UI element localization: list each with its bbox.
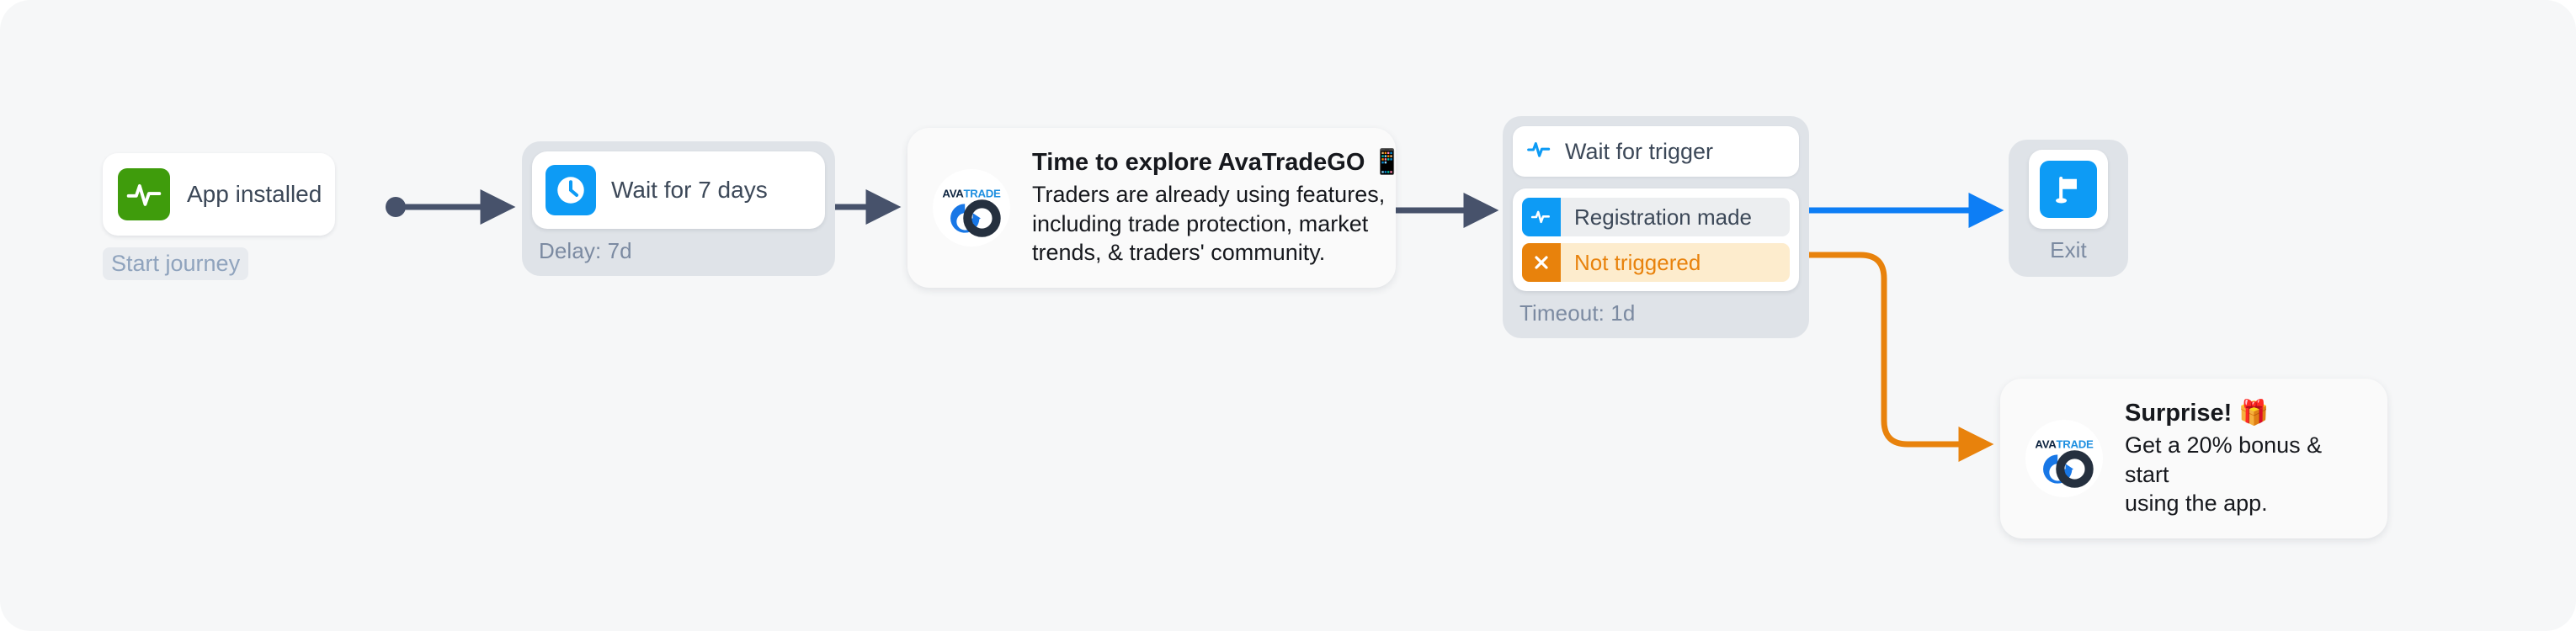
- start-journey-badge: Start journey: [103, 247, 249, 280]
- activity-pulse-icon: [1522, 198, 1561, 236]
- node-exit[interactable]: Exit: [2009, 140, 2128, 277]
- branch-label: Not triggered: [1574, 249, 1701, 275]
- svg-text:AVATRADE: AVATRADE: [2035, 437, 2094, 450]
- close-x-icon: [1522, 243, 1561, 282]
- message-title: Surprise! 🎁: [2125, 400, 2270, 427]
- message-body: Surprise! 🎁 Get a 20% bonus & start usin…: [2125, 399, 2362, 518]
- node-title: App installed: [187, 181, 322, 207]
- node-meta-timeout: Timeout: 1d: [1520, 300, 1636, 326]
- node-push-message-surprise[interactable]: AVATRADE Surprise! 🎁 Get a 20% bonus & s…: [2000, 379, 2387, 538]
- node-wait-delay[interactable]: Wait for 7 days Delay: 7d: [522, 141, 835, 276]
- message-text: Traders are already using features, incl…: [1032, 182, 1386, 266]
- branch-registration-made[interactable]: Registration made: [1522, 198, 1790, 236]
- node-app-installed[interactable]: App installed Start journey: [103, 153, 335, 280]
- node-meta-delay: Delay: 7d: [539, 238, 632, 263]
- trigger-header-label: Wait for trigger: [1565, 138, 1714, 164]
- node-wait-for-trigger[interactable]: Wait for trigger Registration made: [1503, 116, 1809, 338]
- node-shell[interactable]: Exit: [2009, 140, 2128, 277]
- node-title: Exit: [2050, 237, 2087, 262]
- avatradego-logo-icon: AVATRADE: [933, 168, 1010, 247]
- message-card[interactable]: AVATRADE Time to explore AvaTradeGO 📱 Tr…: [907, 128, 1402, 288]
- clock-icon: [546, 165, 596, 215]
- message-text: Get a 20% bonus & start using the app.: [2125, 432, 2323, 517]
- node-shell[interactable]: Wait for trigger Registration made: [1503, 116, 1809, 338]
- node-card[interactable]: Wait for 7 days: [532, 151, 825, 229]
- connector-start-to-delay: [386, 189, 516, 225]
- activity-pulse-icon: [118, 168, 170, 220]
- branch-label: Registration made: [1574, 204, 1752, 230]
- message-body: Time to explore AvaTradeGO 📱 Traders are…: [1032, 148, 1402, 268]
- node-card[interactable]: App installed: [103, 153, 335, 236]
- avatradego-logo-icon: AVATRADE: [2025, 419, 2103, 497]
- flag-icon: [2040, 161, 2097, 218]
- trigger-branch-list: Registration made Not triggered: [1513, 188, 1799, 291]
- message-card[interactable]: AVATRADE Surprise! 🎁 Get a 20% bonus & s…: [2000, 379, 2387, 538]
- node-push-message-explore[interactable]: AVATRADE Time to explore AvaTradeGO 📱 Tr…: [907, 128, 1402, 288]
- svg-text:AVATRADE: AVATRADE: [942, 187, 1001, 199]
- node-card[interactable]: [2029, 150, 2108, 229]
- branch-not-triggered[interactable]: Not triggered: [1522, 243, 1790, 282]
- trigger-header[interactable]: Wait for trigger: [1513, 126, 1799, 177]
- node-shell[interactable]: Wait for 7 days Delay: 7d: [522, 141, 835, 276]
- activity-pulse-icon: [1526, 136, 1553, 167]
- node-title: Wait for 7 days: [611, 177, 768, 203]
- message-title: Time to explore AvaTradeGO 📱: [1032, 149, 1402, 176]
